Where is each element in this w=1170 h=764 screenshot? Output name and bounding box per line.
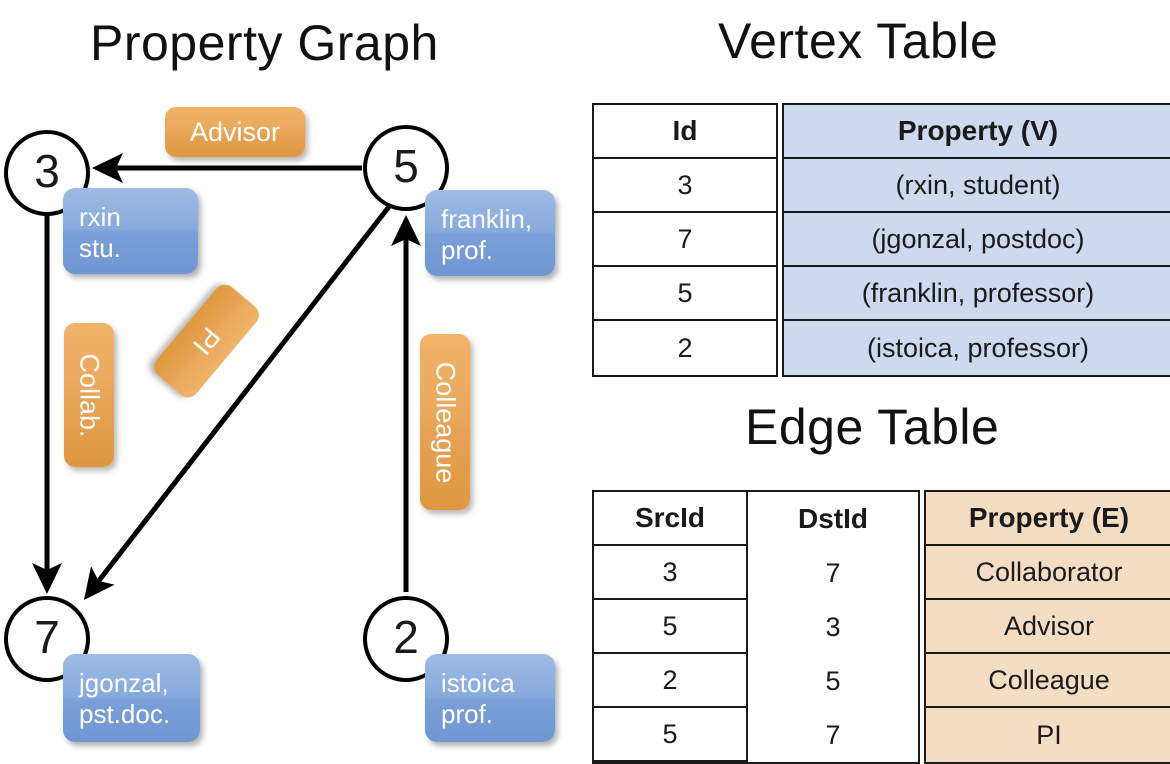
graph-edge-arrows bbox=[32, 153, 421, 600]
vertex-table-property-column: Property (V) (rxin, student) (jgonzal, p… bbox=[782, 103, 1170, 377]
graph-node-2[interactable]: 2 bbox=[363, 596, 449, 682]
vertex-table: Id 3 7 5 2 Property (V) (rxin, student) … bbox=[592, 103, 1170, 377]
vertex-property-2-line2: prof. bbox=[441, 699, 494, 729]
vertex-table-cell-id: 5 bbox=[594, 267, 776, 321]
edge-label-collab: Collab. bbox=[64, 323, 114, 467]
edge-arrow-5-to-7 bbox=[83, 202, 393, 600]
page-title-vertex-table: Vertex Table bbox=[718, 13, 999, 69]
edge-label-advisor-text: Advisor bbox=[189, 116, 281, 147]
table-row: 3 7 bbox=[594, 546, 918, 600]
graph-node-5[interactable]: 5 bbox=[363, 125, 449, 211]
graph-node-5-label: 5 bbox=[393, 140, 419, 192]
edge-table-cell-srcid: 2 bbox=[594, 654, 746, 708]
vertex-table-cell-property: (franklin, professor) bbox=[784, 267, 1170, 321]
edge-table-header-srcid: SrcId bbox=[594, 492, 746, 546]
vertex-table-cell-id: 7 bbox=[594, 213, 776, 267]
graph-node-7-label: 7 bbox=[34, 611, 60, 663]
table-row: 5 7 bbox=[594, 708, 918, 762]
edge-table-cell-dstid: 5 bbox=[746, 654, 918, 708]
edge-table: SrcId DstId 3 7 5 3 2 5 5 7 Property (E)… bbox=[592, 490, 1170, 764]
edge-table-cell-srcid: 5 bbox=[594, 600, 746, 654]
edge-table-cell-srcid: 3 bbox=[594, 546, 746, 600]
page-title-property-graph: Property Graph bbox=[90, 15, 439, 71]
vertex-table-cell-property: (rxin, student) bbox=[784, 159, 1170, 213]
vertex-property-3-line2: stu. bbox=[79, 233, 121, 263]
edge-label-colleague-text: Colleague bbox=[430, 361, 461, 483]
edge-table-cell-dstid: 7 bbox=[746, 708, 918, 762]
vertex-property-5-line2: prof. bbox=[441, 235, 494, 265]
edge-table-cell-dstid: 7 bbox=[746, 546, 918, 600]
graph-node-2-label: 2 bbox=[393, 611, 419, 663]
vertex-table-header-property: Property (V) bbox=[784, 105, 1170, 159]
edge-label-collab-text: Collab. bbox=[74, 352, 105, 438]
edge-table-cell-property: PI bbox=[926, 708, 1170, 762]
edge-label-advisor: Advisor bbox=[165, 107, 305, 157]
edge-label-pi-text: PI bbox=[187, 321, 227, 361]
edge-table-cell-property: Collaborator bbox=[926, 546, 1170, 600]
edge-table-cell-srcid: 5 bbox=[594, 708, 746, 762]
vertex-table-cell-property: (istoica, professor) bbox=[784, 321, 1170, 375]
edge-table-cell-property: Colleague bbox=[926, 654, 1170, 708]
edge-table-header-dstid: DstId bbox=[746, 492, 918, 546]
vertex-table-cell-id: 2 bbox=[677, 332, 693, 363]
vertex-property-7-line1: jgonzal, bbox=[79, 668, 169, 698]
vertex-property-2-line1: istoica bbox=[441, 668, 515, 698]
table-row: SrcId DstId bbox=[594, 492, 918, 546]
vertex-property-box-2: istoica prof. bbox=[425, 654, 555, 742]
edge-table-srcdst-columns: SrcId DstId 3 7 5 3 2 5 5 7 bbox=[592, 490, 920, 764]
vertex-table-id-column: Id 3 7 5 2 bbox=[592, 103, 778, 377]
vertex-property-5-line1: franklin, bbox=[441, 204, 533, 234]
vertex-table-cell-property: (jgonzal, postdoc) bbox=[784, 213, 1170, 267]
edge-table-cell-dstid: 3 bbox=[746, 600, 918, 654]
vertex-table-header-id: Id bbox=[594, 105, 776, 159]
edge-table-property-column: Property (E) Collaborator Advisor Collea… bbox=[924, 490, 1170, 764]
table-row: 5 3 bbox=[594, 600, 918, 654]
graph-node-3-label: 3 bbox=[34, 145, 60, 197]
vertex-property-3-line1: rxin bbox=[79, 202, 121, 232]
vertex-property-box-3: rxin stu. bbox=[63, 188, 198, 274]
vertex-property-box-7: jgonzal, pst.doc. bbox=[63, 654, 200, 742]
table-row: 2 5 bbox=[594, 654, 918, 708]
property-graph-diagram: 3 5 7 2 rxin stu. franklin, prof. jgonza… bbox=[0, 0, 585, 760]
edge-table-header-property: Property (E) bbox=[926, 492, 1170, 546]
vertex-property-box-5: franklin, prof. bbox=[425, 190, 555, 276]
edge-table-cell-property: Advisor bbox=[926, 600, 1170, 654]
vertex-table-cell-id: 3 bbox=[594, 159, 776, 213]
vertex-property-7-line2: pst.doc. bbox=[79, 699, 171, 729]
page-title-edge-table: Edge Table bbox=[745, 399, 1000, 455]
edge-label-colleague: Colleague bbox=[420, 334, 470, 510]
